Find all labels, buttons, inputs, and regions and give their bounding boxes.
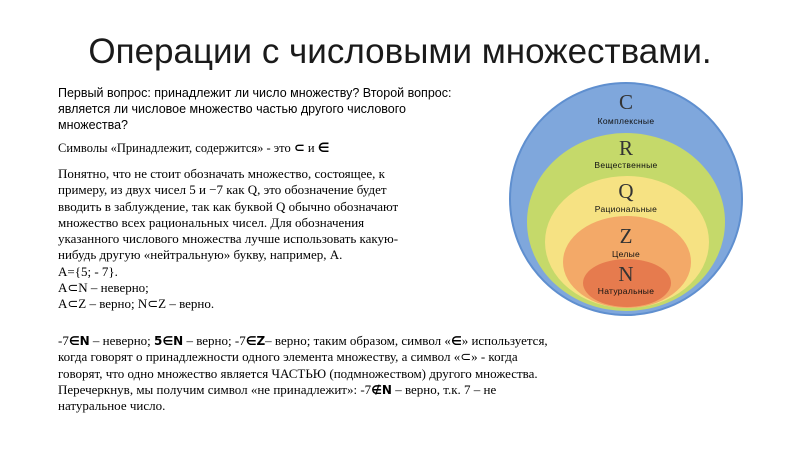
rational-letter: Q [618,179,634,203]
text-fragment: – верно; -7 [183,333,246,348]
symbols-text: Символы «Принадлежит, содержится» - это [58,141,291,155]
text-line: вводить в заблуждение, так как буквой Q … [58,198,399,214]
slide-title: Операции с числовыми множествами. [88,32,712,71]
text-line: -7∈N – неверно; 5∈N – верно; -7∈Z– верно… [58,333,648,349]
real-letter: R [618,136,633,160]
element-of-z-symbol: ∈Z [245,334,266,348]
text-line: когда говорят о принадлежности одного эл… [58,349,518,365]
number: -7 [58,333,69,348]
complex-label: Комплексные [597,116,655,126]
text-line: нибудь другую «нейтральную» букву, напри… [58,247,343,263]
element-symbol: ∈ [317,141,330,156]
text-fragment: – неверно; [89,333,155,348]
text-fragment: – верно; таким образом, символ « [265,333,451,348]
text-line: Понятно, что не стоит обозначать множест… [58,166,385,181]
subset-symbol: ⊂ [293,141,305,156]
symbols-line: Символы «Принадлежит, содержится» - это … [58,140,478,157]
number: 5 [154,334,163,348]
not-element-symbol: ∉N [371,382,392,397]
text-line: А⊂N – неверно; [58,280,149,296]
natural-label: Натуральные [597,286,655,296]
integer-label: Целые [611,249,641,259]
element-of-n-symbol: ∈N [68,334,90,348]
text-line: указанного числового множества лучше исп… [58,231,399,247]
text-fragment: – верно, т.к. 7 – не [391,381,497,397]
integer-letter: Z [619,224,633,248]
intro-paragraph: Первый вопрос: принадлежит ли число множ… [58,86,452,132]
text-line: множество всех рациональных чисел. Для о… [58,214,365,230]
natural-set-ellipse [583,259,671,307]
element-symbol: ∈ [450,334,462,348]
conclusion-paragraph: -7∈N – неверно; 5∈N – верно; -7∈Z– верно… [58,333,648,414]
text-line: А⊂Z – верно; N⊂Z – верно. [58,296,215,312]
text-line: говорят, что одно множество является ЧАС… [58,365,538,381]
text-line: Перечеркнув, мы получим символ «не прина… [58,382,648,398]
natural-letter: N [618,262,634,286]
real-label: Вещественные [594,160,658,170]
explanation-paragraph: Понятно, что не стоит обозначать множест… [58,166,463,313]
text-line: натуральное число. [58,398,166,414]
complex-letter: C [618,90,633,114]
text-line: примеру, из двух чисел 5 и −7 как Q, это… [58,182,387,198]
element-of-n-symbol: ∈N [162,334,184,348]
and-word: и [307,141,315,155]
rational-label: Рациональные [594,204,658,214]
text-fragment: Перечеркнув, мы получим символ «не прина… [58,381,372,397]
text-fragment: » используется, [461,333,548,348]
text-line: А={5; - 7}. [58,263,118,279]
